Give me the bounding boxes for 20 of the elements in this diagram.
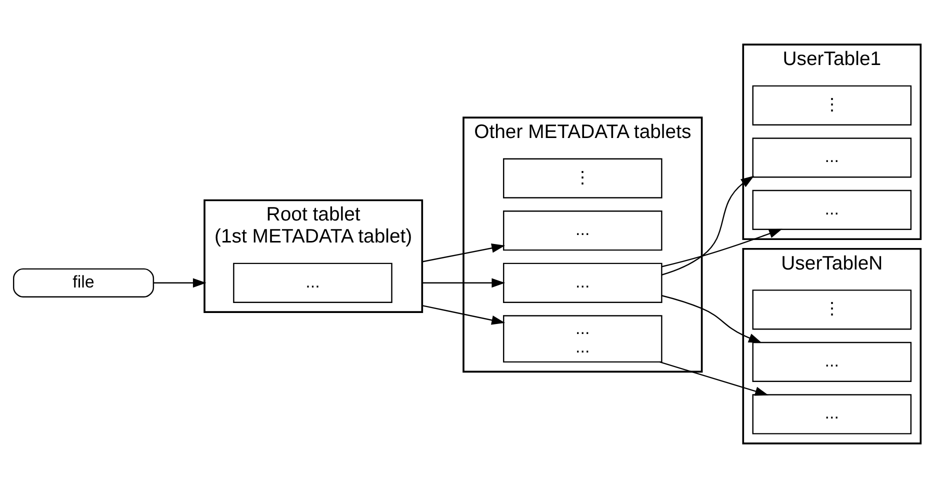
node-box: ... xyxy=(752,138,912,178)
node-box: ... xyxy=(752,190,912,230)
arrow xyxy=(662,228,782,268)
node-box: file xyxy=(13,268,154,298)
arrow xyxy=(662,176,754,276)
node-box: ⋮ xyxy=(752,85,912,126)
arrow xyxy=(662,295,762,344)
arrow xyxy=(422,244,506,262)
arrow xyxy=(422,304,506,325)
node-box: ... xyxy=(233,262,392,303)
node-box: ⋮ xyxy=(503,158,662,198)
node-box: ... xyxy=(752,394,912,434)
node-box: ... xyxy=(752,342,912,382)
arrow xyxy=(659,361,769,396)
arrow xyxy=(154,278,206,288)
node-box: ... ... xyxy=(503,315,662,363)
node-box: ... xyxy=(503,210,662,251)
arrow xyxy=(422,278,506,288)
node-box: ⋮ xyxy=(752,290,912,330)
node-box: ... xyxy=(503,262,662,303)
